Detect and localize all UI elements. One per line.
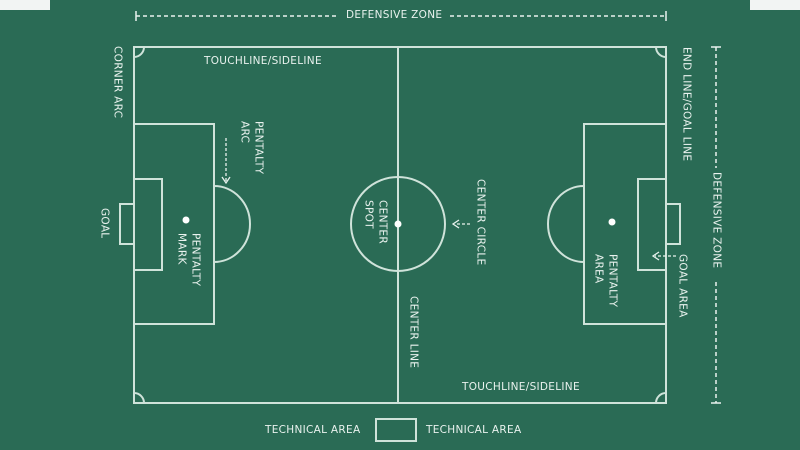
penalty-mark-label-line1: PENTALTY (189, 233, 202, 287)
corner-arc-bl (133, 392, 145, 404)
penalty-mark-label-line2: MARK (175, 233, 188, 265)
left-goal (119, 203, 135, 245)
defensive-zone-top-label: DEFENSIVE ZONE (346, 9, 443, 21)
corner-arc-tr (655, 46, 667, 58)
penalty-area-label-line2: AREA (592, 254, 605, 284)
center-spot (394, 220, 402, 228)
right-penalty-arc (547, 185, 585, 263)
technical-area-right-label: TECHNICAL AREA (426, 424, 522, 436)
right-penalty-area (583, 123, 667, 325)
goal-area-label: GOAL AREA (676, 254, 689, 318)
corner-arc-br (655, 392, 667, 404)
center-spot-label-line1: CENTER (376, 200, 389, 244)
goal-label: GOAL (98, 208, 111, 239)
center-line-label: CENTER LINE (407, 296, 420, 369)
touchline-bottom-label: TOUCHLINE/SIDELINE (462, 381, 580, 393)
corner-notch-left (0, 0, 50, 10)
center-spot-label-line2: SPOT (362, 200, 375, 229)
corner-notch-right (750, 0, 800, 10)
center-circle-label: CENTER CIRCLE (474, 179, 487, 266)
corner-arc-label: CORNER ARC (111, 46, 124, 119)
left-penalty-mark (182, 216, 190, 224)
center-circle (350, 176, 446, 272)
right-penalty-mark (608, 218, 616, 226)
left-penalty-arc (213, 185, 251, 263)
penalty-area-label-line1: PENTALTY (606, 254, 619, 308)
end-line-label: END LINE/GOAL LINE (680, 47, 693, 162)
corner-arc-tl (133, 46, 145, 58)
right-goal (665, 203, 681, 245)
technical-area-box (375, 418, 417, 442)
right-goal-area (637, 178, 667, 271)
penalty-arc-label-line1: PENTALTY (252, 121, 265, 175)
penalty-arc-label-line2: ARC (238, 121, 251, 144)
defensive-zone-right-label: DEFENSIVE ZONE (710, 172, 723, 269)
technical-area-left-label: TECHNICAL AREA (265, 424, 361, 436)
left-goal-area (133, 178, 163, 271)
touchline-top-label: TOUCHLINE/SIDELINE (204, 55, 322, 67)
left-penalty-area (133, 123, 215, 325)
